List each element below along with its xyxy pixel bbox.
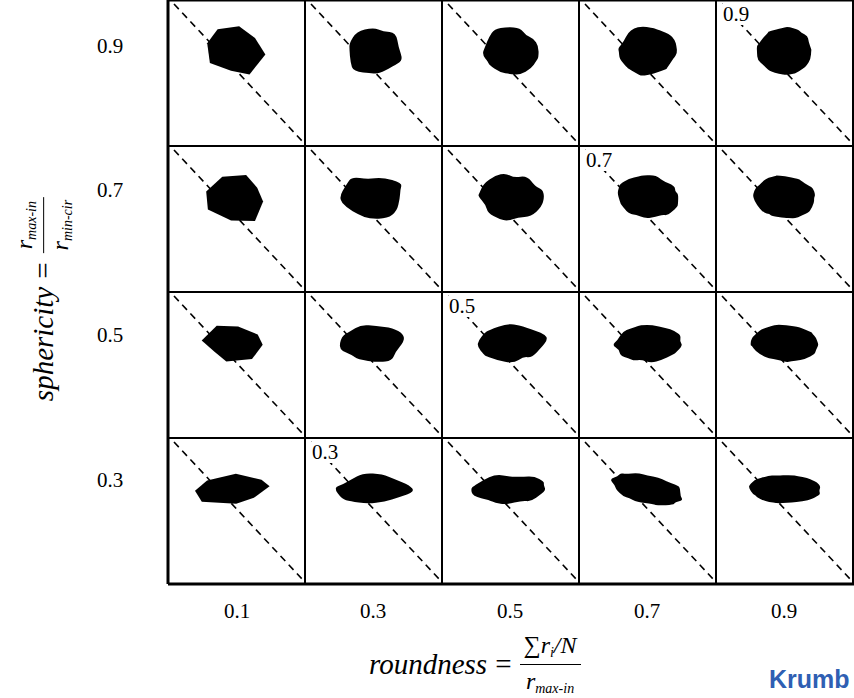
grain-silhouette	[751, 325, 819, 362]
diagonal-guide	[174, 296, 303, 434]
diagonal-guide	[448, 442, 577, 580]
grain-silhouette	[202, 326, 263, 362]
roundness-tick: 0.9	[771, 601, 797, 622]
fraction: ∑ri/Nrmax-in	[520, 632, 581, 697]
diagonal-guide	[174, 442, 303, 580]
numerator: ∑ri/N	[520, 632, 581, 665]
grid-line	[168, 145, 854, 147]
diagonal-guide	[448, 4, 577, 142]
cell-value: 0.7	[584, 150, 614, 171]
formula-term: r	[11, 240, 37, 249]
diagonal-guide	[448, 150, 577, 288]
diagonal-guide	[585, 442, 714, 580]
grain-silhouette	[483, 27, 539, 74]
grain-silhouette	[340, 325, 404, 362]
grain-silhouette	[753, 175, 815, 218]
diagonal-guide	[311, 4, 440, 142]
fraction: rmax-inrmin-cir	[11, 196, 76, 255]
diagonal-guide	[174, 4, 303, 142]
denominator: rmin-cir	[44, 196, 76, 255]
grain-silhouette	[479, 174, 544, 220]
sphericity-tick: 0.3	[97, 470, 123, 491]
subscript: max-in	[24, 201, 39, 240]
axis-formula: sphericity=rmax-inrmin-cir	[11, 196, 76, 401]
roundness-tick: 0.3	[360, 601, 386, 622]
diagonal-guide	[585, 296, 714, 434]
grain-silhouette	[757, 27, 812, 75]
diagonal-guide	[722, 150, 851, 288]
author-credit: Krumb	[769, 665, 850, 694]
diagonal-guide	[448, 296, 577, 434]
grain-silhouette	[195, 474, 270, 504]
equals-sign: =	[495, 648, 511, 681]
formula-term: r	[47, 241, 73, 250]
denominator: rmax-in	[522, 665, 578, 697]
grid-line	[168, 437, 854, 439]
diagonal-guide	[311, 442, 440, 580]
roundness-tick: 0.5	[497, 601, 523, 622]
diagonal-guide	[585, 4, 714, 142]
grid-line	[168, 291, 854, 293]
formula-term: /N	[554, 632, 577, 658]
subscript: max-in	[535, 681, 574, 696]
sphericity-tick: 0.5	[97, 325, 123, 346]
grid-line	[168, 583, 854, 586]
grain-silhouette	[478, 324, 547, 362]
grain-silhouette	[749, 475, 820, 503]
grain-silhouette	[349, 28, 401, 73]
formula-term: r	[526, 668, 535, 694]
diagonal-guide	[722, 4, 851, 142]
axis-formula: roundness=∑ri/Nrmax-in	[369, 632, 581, 697]
formula-term: ∑r	[524, 632, 550, 658]
equals-sign: =	[27, 262, 60, 278]
sphericity-tick: 0.9	[97, 36, 123, 57]
roundness-tick: 0.7	[634, 601, 660, 622]
diagonal-guide	[311, 150, 440, 288]
grain-silhouette	[206, 175, 263, 221]
cell-value: 0.5	[447, 296, 477, 317]
diagonal-guide	[174, 150, 303, 288]
grain-silhouette	[207, 26, 265, 74]
grid-line	[168, 0, 854, 2]
grain-silhouette	[340, 178, 401, 219]
subscript: i	[550, 645, 554, 660]
grain-silhouette	[611, 473, 682, 505]
axis-title: sphericity	[27, 287, 60, 401]
subscript: min-cir	[60, 200, 75, 241]
grain-silhouette	[471, 475, 545, 504]
numerator: rmax-in	[11, 197, 44, 253]
diagonal-guide	[722, 442, 851, 580]
axis-title: roundness	[369, 648, 487, 681]
diagonal-guide	[722, 296, 851, 434]
sphericity-tick: 0.7	[97, 180, 123, 201]
grain-silhouette	[618, 175, 678, 218]
roundness-tick: 0.1	[224, 601, 250, 622]
diagonal-guide	[585, 150, 714, 288]
diagonal-guide	[311, 296, 440, 434]
cell-value: 0.3	[310, 442, 340, 463]
grain-silhouette	[618, 27, 677, 76]
grain-silhouette	[614, 325, 682, 362]
grain-silhouette	[336, 474, 413, 504]
cell-value: 0.9	[721, 4, 751, 25]
